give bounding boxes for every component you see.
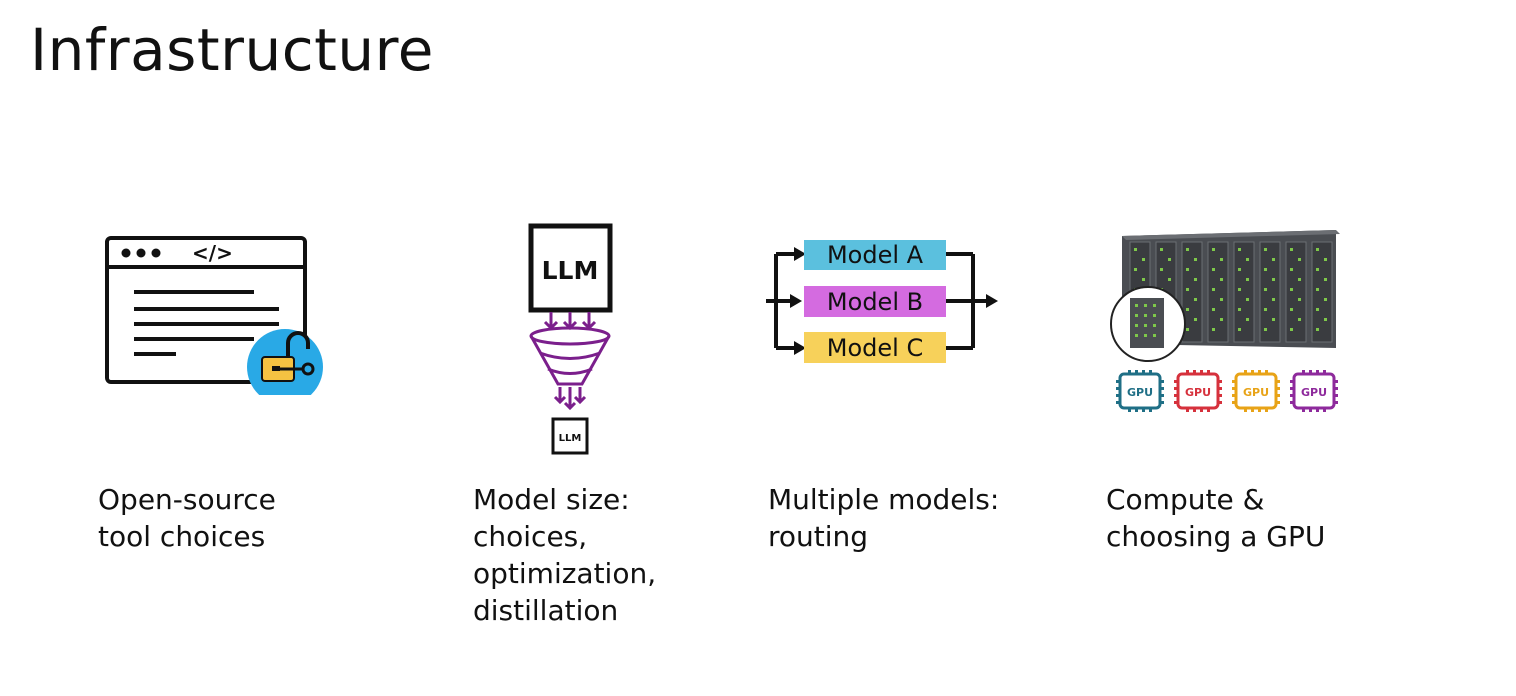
model-b-label: Model B bbox=[827, 288, 923, 316]
gpu-label: GPU bbox=[1127, 386, 1153, 399]
code-tag-label: </> bbox=[192, 241, 233, 265]
caption-compute: Compute & choosing a GPU bbox=[1106, 483, 1326, 553]
llm-large-label: LLM bbox=[542, 256, 599, 285]
gpu-chip-icon: GPU bbox=[1232, 370, 1280, 412]
open-source-browser-icon: </> bbox=[104, 235, 329, 405]
model-a-label: Model A bbox=[827, 241, 924, 269]
llm-distillation-icon: LLM LLM bbox=[520, 222, 620, 461]
gpu-label: GPU bbox=[1185, 386, 1211, 399]
gpu-chip-icon: GPU bbox=[1290, 370, 1338, 412]
caption-open-source: Open-source tool choices bbox=[98, 483, 276, 553]
llm-small-label: LLM bbox=[559, 433, 582, 444]
gpu-chip-icon: GPU bbox=[1174, 370, 1222, 412]
server-rack-icon bbox=[1110, 230, 1340, 362]
gpu-chip-icon: GPU bbox=[1116, 370, 1164, 412]
caption-routing: Multiple models: routing bbox=[768, 483, 1000, 553]
server-gpu-icon: GPU GPU GPU GPU bbox=[1108, 226, 1358, 430]
model-c-label: Model C bbox=[827, 334, 923, 362]
gpu-label: GPU bbox=[1243, 386, 1269, 399]
funnel-icon bbox=[529, 312, 611, 411]
unlocked-lock-icon bbox=[247, 329, 323, 405]
gpu-label: GPU bbox=[1301, 386, 1327, 399]
caption-model-size: Model size: choices, optimization, disti… bbox=[473, 483, 657, 627]
model-routing-icon: Model A Model B Model C bbox=[760, 228, 1005, 377]
page-title: Infrastructure bbox=[30, 16, 434, 84]
